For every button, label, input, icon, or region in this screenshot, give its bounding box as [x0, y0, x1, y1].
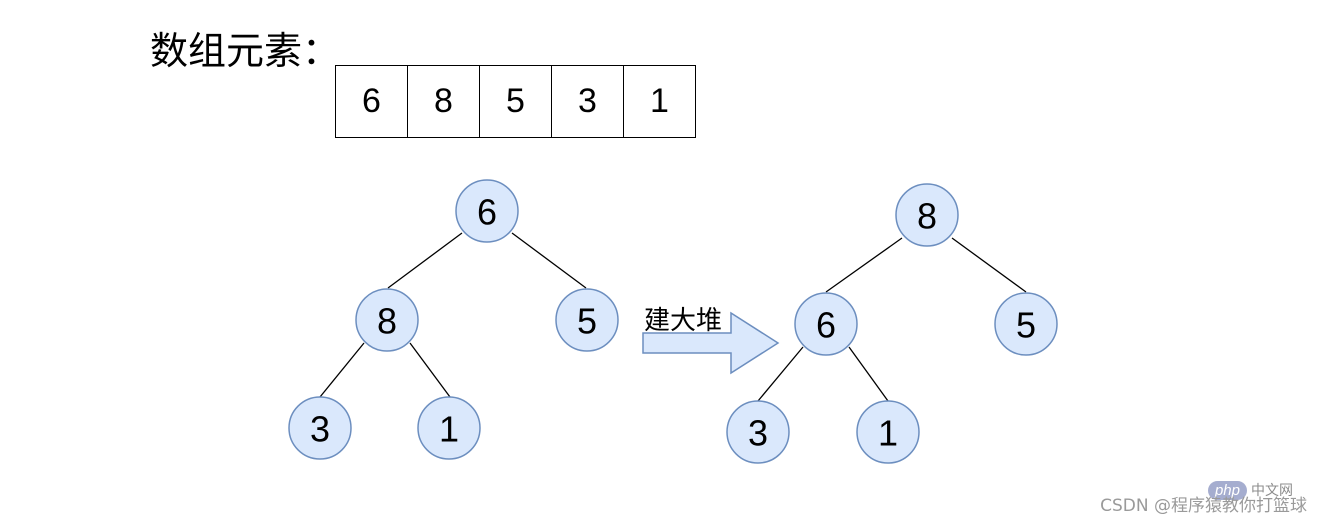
array-cell: 3 [552, 65, 624, 138]
node-label: 3 [748, 413, 768, 454]
tree-edge [409, 342, 451, 398]
tree-edge [951, 237, 1027, 293]
tree-node: 8 [895, 183, 959, 247]
array-cell: 5 [480, 65, 552, 138]
php-logo-text: 中文网 [1251, 483, 1293, 499]
tree-edge [848, 346, 889, 402]
node-label: 8 [377, 301, 397, 342]
arrow-label: 建大堆 [644, 306, 723, 336]
php-logo-badge: php [1207, 480, 1247, 500]
array-cell: 6 [336, 65, 408, 138]
tree-node: 6 [455, 179, 519, 243]
tree-node: 8 [355, 288, 419, 352]
array-cells: 6 8 5 3 1 [335, 65, 696, 138]
tree-node: 1 [856, 400, 920, 464]
tree-node: 5 [994, 292, 1058, 356]
array-cell: 1 [624, 65, 696, 138]
node-label: 3 [310, 409, 330, 450]
node-label: 5 [577, 301, 597, 342]
tree-node: 5 [555, 288, 619, 352]
node-label: 1 [878, 413, 898, 454]
tree-edge [825, 237, 903, 293]
tree-edge [319, 342, 365, 398]
tree-node: 6 [794, 292, 858, 356]
node-label: 5 [1016, 305, 1036, 346]
tree-node: 3 [726, 400, 790, 464]
node-label: 6 [816, 305, 836, 346]
tree-before: 6 8 5 3 1 [288, 179, 619, 460]
php-cn-logo: php 中文网 [1207, 480, 1293, 500]
node-label: 6 [477, 192, 497, 233]
array-title: 数组元素： [150, 29, 341, 73]
array-cell: 8 [408, 65, 480, 138]
node-label: 8 [917, 196, 937, 237]
tree-after: 8 6 5 3 1 [726, 183, 1058, 464]
tree-edge [387, 232, 463, 289]
csdn-watermark: CSDN @程序猿教你打篮球 [1100, 496, 1307, 516]
tree-edge [511, 232, 587, 289]
right-arrow-icon [642, 311, 780, 375]
tree-node: 3 [288, 396, 352, 460]
tree-edge [757, 346, 804, 402]
node-label: 1 [439, 409, 459, 450]
tree-node: 1 [417, 396, 481, 460]
